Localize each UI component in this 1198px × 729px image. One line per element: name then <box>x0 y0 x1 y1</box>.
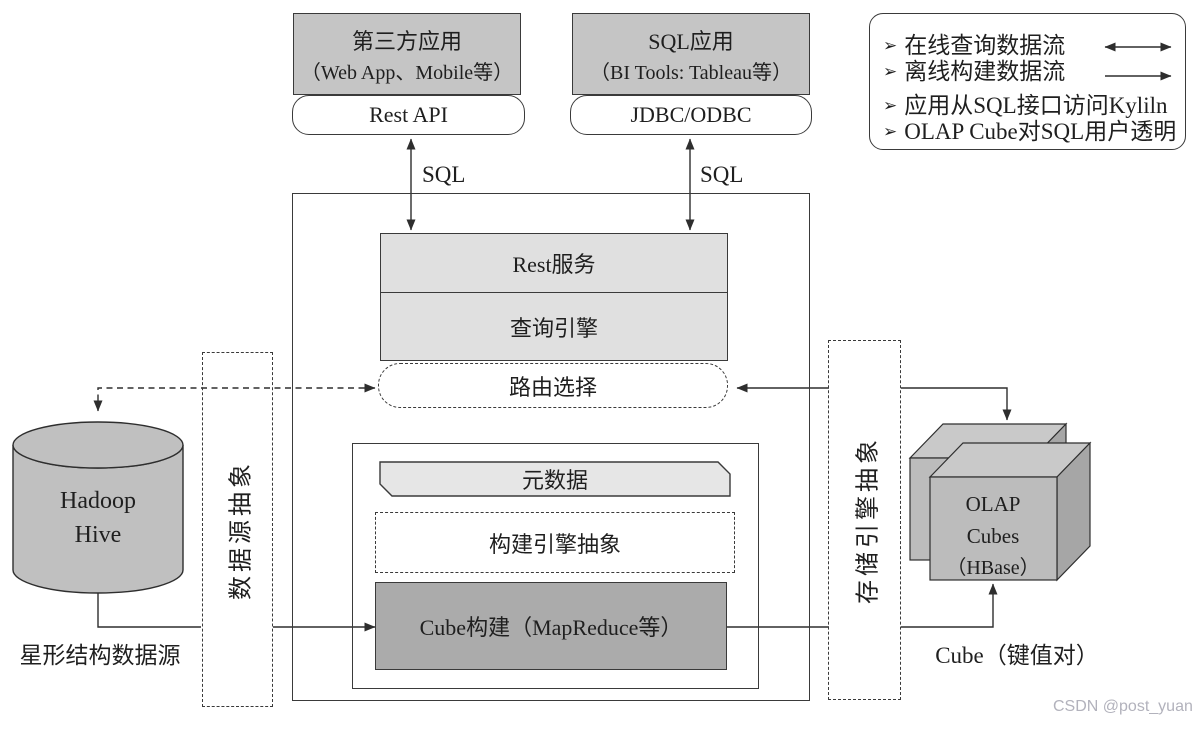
jdbc-odbc-port: JDBC/ODBC <box>570 95 812 135</box>
hive-to-cubebuild-line <box>97 590 201 628</box>
routing-box: 路由选择 <box>378 363 728 408</box>
datasource-abstraction-box: 数据源抽象 <box>202 352 273 707</box>
legend-bullet-icon: ➢ <box>883 62 898 81</box>
legend-bullet-icon: ➢ <box>883 122 898 141</box>
query-engine-label: 查询引擎 <box>509 315 598 341</box>
sql-app-subtitle: （BI Tools: Tableau等） <box>589 61 792 84</box>
rest-api-label: Rest API <box>369 102 448 127</box>
jdbc-odbc-label: JDBC/ODBC <box>630 102 752 127</box>
build-engine-abstraction-box: 构建引擎抽象 <box>375 512 735 573</box>
rest-service-box: Rest服务 <box>380 233 728 293</box>
legend-bullet-icon: ➢ <box>883 96 898 115</box>
legend-double-arrow-icon <box>1104 42 1172 52</box>
cube-query-arrow <box>901 387 1012 421</box>
olap-label-line3: （HBase） <box>946 557 1040 579</box>
storage-abstraction-label: 存储引擎抽象 <box>855 436 881 604</box>
olap-label-line2: Cubes <box>966 524 1020 548</box>
query-engine-box: 查询引擎 <box>380 292 728 361</box>
third-party-app-title: 第三方应用 <box>351 28 462 54</box>
sql-app-box: SQL应用 （BI Tools: Tableau等） <box>572 13 810 95</box>
routing-to-hive-dashed-arrow <box>93 383 376 412</box>
metadata-label: 元数据 <box>521 468 588 493</box>
star-schema-caption: 星形结构数据源 <box>19 643 181 668</box>
rest-api-port: Rest API <box>292 95 525 135</box>
kylin-platform-box <box>292 193 810 701</box>
olap-cubes-label: OLAP Cubes （HBase） <box>923 488 1063 584</box>
olap-label-line1: OLAP <box>965 492 1021 516</box>
cube-kv-caption: Cube（键值对） <box>935 643 1099 668</box>
hive-label-line2: Hive <box>74 522 122 548</box>
third-party-app-subtitle: （Web App、Mobile等） <box>300 61 514 84</box>
third-party-app-box: 第三方应用 （Web App、Mobile等） <box>293 13 521 95</box>
datasource-abstraction-label: 数据源抽象 <box>228 459 254 600</box>
watermark: CSDN @post_yuan <box>1053 698 1193 715</box>
legend-item: ➢OLAP Cube对SQL用户透明 <box>883 119 1177 144</box>
build-engine-label: 构建引擎抽象 <box>488 531 621 557</box>
legend-box: ➢在线查询数据流 ➢离线构建数据流 ➢应用从SQL接口访问Kyliln ➢OLA… <box>869 13 1186 150</box>
cubebuild-to-olap-arrow <box>901 583 998 628</box>
storage-abstraction-box: 存储引擎抽象 <box>828 340 901 700</box>
legend-item: ➢在线查询数据流 <box>883 33 1066 58</box>
engine-container-box <box>352 443 759 689</box>
hive-label-line1: Hadoop <box>60 488 136 514</box>
sql-label-right: SQL <box>700 162 744 187</box>
hive-cylinder <box>12 421 184 594</box>
olap-cubes <box>908 422 1092 582</box>
legend-single-arrow-icon <box>1105 71 1172 81</box>
rest-service-label: Rest服务 <box>512 252 596 277</box>
hive-label: Hadoop Hive <box>18 484 178 552</box>
sql-app-title: SQL应用 <box>648 28 734 54</box>
legend-item: ➢离线构建数据流 <box>883 59 1066 84</box>
metadata-banner: 元数据 <box>380 462 730 496</box>
routing-label: 路由选择 <box>508 374 597 400</box>
cube-build-box: Cube构建（MapReduce等） <box>375 582 727 670</box>
legend-bullet-icon: ➢ <box>883 36 898 55</box>
sql-label-left: SQL <box>422 162 466 187</box>
legend-item: ➢应用从SQL接口访问Kyliln <box>883 93 1168 118</box>
metadata-banner-shape <box>379 461 731 497</box>
cube-build-label: Cube构建（MapReduce等） <box>419 615 683 640</box>
